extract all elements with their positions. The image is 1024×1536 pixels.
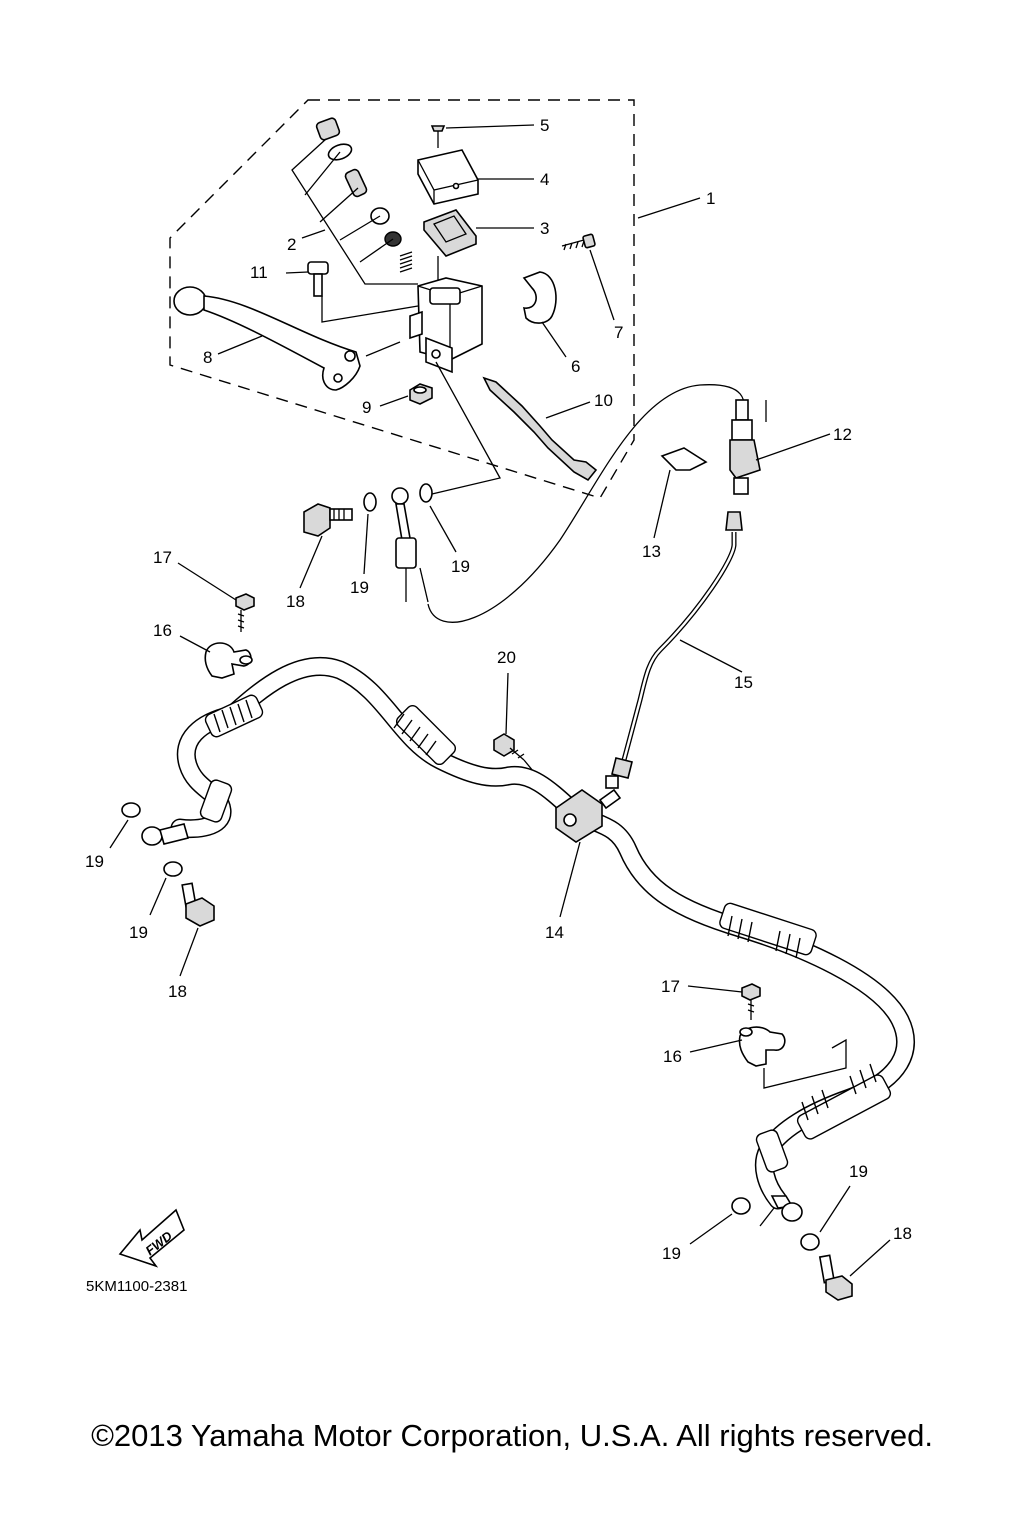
washer-left-2 bbox=[163, 861, 183, 877]
hose-clamp-left bbox=[204, 642, 253, 679]
callout-1: 1 bbox=[706, 189, 715, 208]
hose-guard-right-upper bbox=[719, 902, 817, 959]
hose-guard-left-upper bbox=[204, 694, 264, 738]
callout-2: 2 bbox=[287, 235, 296, 254]
callout-3: 3 bbox=[540, 219, 549, 238]
hose-guard-right-lower bbox=[796, 1063, 892, 1140]
handlebar-clamp bbox=[522, 271, 557, 324]
clamp-bolt-left bbox=[235, 593, 255, 632]
callout-19-right-1: 19 bbox=[849, 1162, 868, 1181]
lever-pivot-bolt bbox=[307, 261, 329, 297]
piston-kit-bracket bbox=[291, 138, 418, 285]
left-banjo-bolt bbox=[181, 882, 215, 927]
copyright-notice: ©2013 Yamaha Motor Corporation, U.S.A. A… bbox=[91, 1418, 933, 1453]
upper-banjo-bolt bbox=[303, 503, 353, 537]
master-cylinder-body bbox=[409, 277, 483, 374]
callout-12: 12 bbox=[833, 425, 852, 444]
piston-kit bbox=[315, 117, 413, 273]
lever-nut bbox=[409, 383, 433, 405]
clamp-right-leader bbox=[763, 1038, 847, 1089]
callout-18-right: 18 bbox=[893, 1224, 912, 1243]
upper-hose-fitting bbox=[391, 487, 429, 603]
leader-lines bbox=[109, 124, 891, 1277]
fwd-arrow-icon: FWD bbox=[118, 1208, 185, 1268]
reservoir-cap-screw bbox=[430, 125, 446, 148]
hose-bracket bbox=[660, 447, 708, 471]
callout-19-upper-right: 19 bbox=[451, 557, 470, 576]
callout-19-right-2: 19 bbox=[662, 1244, 681, 1263]
callout-7: 7 bbox=[614, 323, 623, 342]
washer-right-2 bbox=[800, 1233, 820, 1251]
callout-18-left: 18 bbox=[168, 982, 187, 1001]
brake-lever bbox=[173, 286, 361, 391]
hose-joint-fitting bbox=[729, 399, 767, 495]
hose-clamp-right bbox=[738, 1026, 786, 1067]
callout-11: 11 bbox=[250, 263, 268, 282]
callout-15: 15 bbox=[734, 673, 753, 692]
callout-18-upper: 18 bbox=[286, 592, 305, 611]
master-to-junction-line bbox=[427, 384, 745, 623]
brake-pipe bbox=[605, 511, 743, 789]
right-banjo-bolt bbox=[818, 1254, 853, 1301]
callout-19-left-2: 19 bbox=[129, 923, 148, 942]
assembly-boundary bbox=[169, 99, 635, 499]
hose-guard-right-end bbox=[755, 1129, 789, 1173]
brake-light-switch bbox=[482, 376, 598, 482]
callout-19-left-1: 19 bbox=[85, 852, 104, 871]
callout-19-upper-left: 19 bbox=[350, 578, 369, 597]
callout-5: 5 bbox=[540, 116, 549, 135]
three-way-joint bbox=[555, 788, 622, 843]
clamp-bolt bbox=[561, 233, 596, 251]
callout-8: 8 bbox=[203, 348, 212, 367]
callout-13: 13 bbox=[642, 542, 661, 561]
right-banjo-fitting bbox=[759, 1195, 803, 1227]
callout-6: 6 bbox=[571, 357, 580, 376]
callout-16-right: 16 bbox=[663, 1047, 682, 1066]
callout-20: 20 bbox=[497, 648, 516, 667]
reservoir-diaphragm bbox=[423, 209, 477, 286]
washer-right-1 bbox=[731, 1197, 751, 1215]
callout-9: 9 bbox=[362, 398, 371, 417]
hose-guard-left-lower bbox=[199, 779, 233, 823]
callout-17-left: 17 bbox=[153, 548, 172, 567]
clamp-bolt-right bbox=[741, 983, 761, 1020]
callout-17-right: 17 bbox=[661, 977, 680, 996]
callout-labels: 1 2 3 4 5 6 7 8 9 10 11 12 13 14 15 16 1… bbox=[85, 116, 912, 1263]
callout-16-left: 16 bbox=[153, 621, 172, 640]
banjo-leader bbox=[431, 361, 501, 495]
washer-upper-right bbox=[419, 483, 433, 503]
washer-upper-left bbox=[363, 492, 377, 512]
callout-4: 4 bbox=[540, 170, 549, 189]
left-banjo-fitting bbox=[141, 823, 189, 846]
washer-left-1 bbox=[121, 802, 141, 818]
callout-14: 14 bbox=[545, 923, 564, 942]
callout-10: 10 bbox=[594, 391, 613, 410]
reservoir-cap bbox=[417, 149, 479, 205]
diagram-code: 5KM1100-2381 bbox=[86, 1278, 187, 1295]
hose-guard-center bbox=[393, 704, 457, 766]
